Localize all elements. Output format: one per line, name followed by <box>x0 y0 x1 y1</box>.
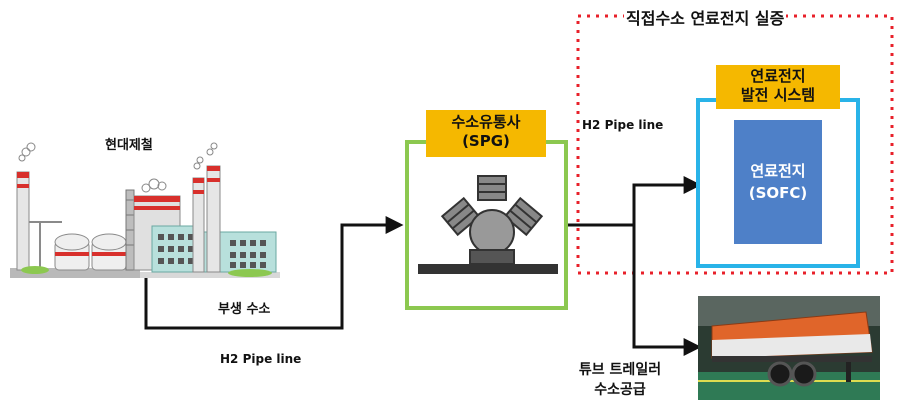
tube-trailer-label-line2: 수소공급 <box>594 382 646 398</box>
fuelcell-system-label: 연료전지 발전 시스템 <box>716 65 840 109</box>
flow-spg-to-fuelcell <box>568 176 702 227</box>
steel-plant-label: 현대제철 <box>105 138 153 153</box>
flow-plant-to-spg <box>144 216 404 330</box>
trailer-photo <box>698 296 880 400</box>
sofc-node: 연료전지 (SOFC) <box>734 120 822 244</box>
tube-trailer-label-line1: 튜브 트레일러 <box>578 362 662 378</box>
factory-icon <box>10 142 280 278</box>
spg-label: 수소유통사 (SPG) <box>426 110 546 157</box>
byproduct-hydrogen-label: 부생 수소 <box>218 302 271 317</box>
flow-spg-to-trailer <box>632 225 702 356</box>
tube-trailer-label: 튜브 트레일러 수소공급 <box>552 360 688 400</box>
demo-boundary <box>576 14 894 275</box>
diagram-title: 직접수소 연료전지 실증 <box>624 8 787 30</box>
spg-label-line1: 수소유통사 <box>451 113 521 131</box>
compressor-icon <box>418 175 558 274</box>
fuelcell-system-label-line2: 발전 시스템 <box>740 86 816 104</box>
sofc-label-line2: (SOFC) <box>748 184 808 202</box>
pipe-line-bottom-label: H2 Pipe line <box>220 352 302 366</box>
fuelcell-system-label-line1: 연료전지 <box>750 67 806 85</box>
sofc-label-line1: 연료전지 <box>750 162 806 180</box>
spg-label-line2: (SPG) <box>462 132 510 150</box>
pipe-line-top-label: H2 Pipe line <box>582 118 664 132</box>
